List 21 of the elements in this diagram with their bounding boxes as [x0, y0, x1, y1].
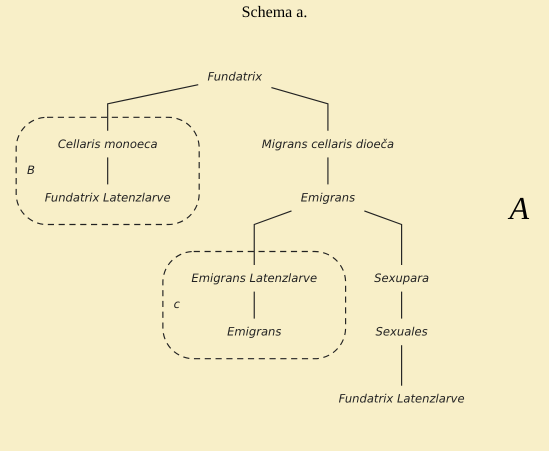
node-text: Migrans cellaris dioeča: [262, 136, 394, 151]
diagram-title: Schema a.: [242, 4, 308, 22]
connector: [401, 345, 402, 386]
node-text: Cellaris monoeca: [58, 136, 158, 151]
node-text: Sexupara: [374, 271, 430, 286]
connector: [327, 157, 328, 184]
node-text: Sexuales: [376, 324, 428, 339]
node-text: Emigrans Latenzlarve: [191, 271, 318, 286]
connector: [107, 157, 108, 184]
node-text: Emigrans: [300, 190, 356, 204]
node-text: Emigrans: [227, 324, 282, 339]
node-text: Fundatrix Latenzlarve: [338, 392, 465, 406]
connector: [107, 84, 198, 131]
connector: [254, 292, 255, 319]
connector: [364, 210, 402, 265]
connector: [401, 292, 402, 319]
connector: [271, 86, 328, 131]
connector: [254, 210, 292, 265]
region-letter: A: [509, 190, 529, 227]
node-text: Fundatrix: [208, 70, 262, 84]
node-text: Fundatrix Latenzlarve: [44, 190, 171, 204]
